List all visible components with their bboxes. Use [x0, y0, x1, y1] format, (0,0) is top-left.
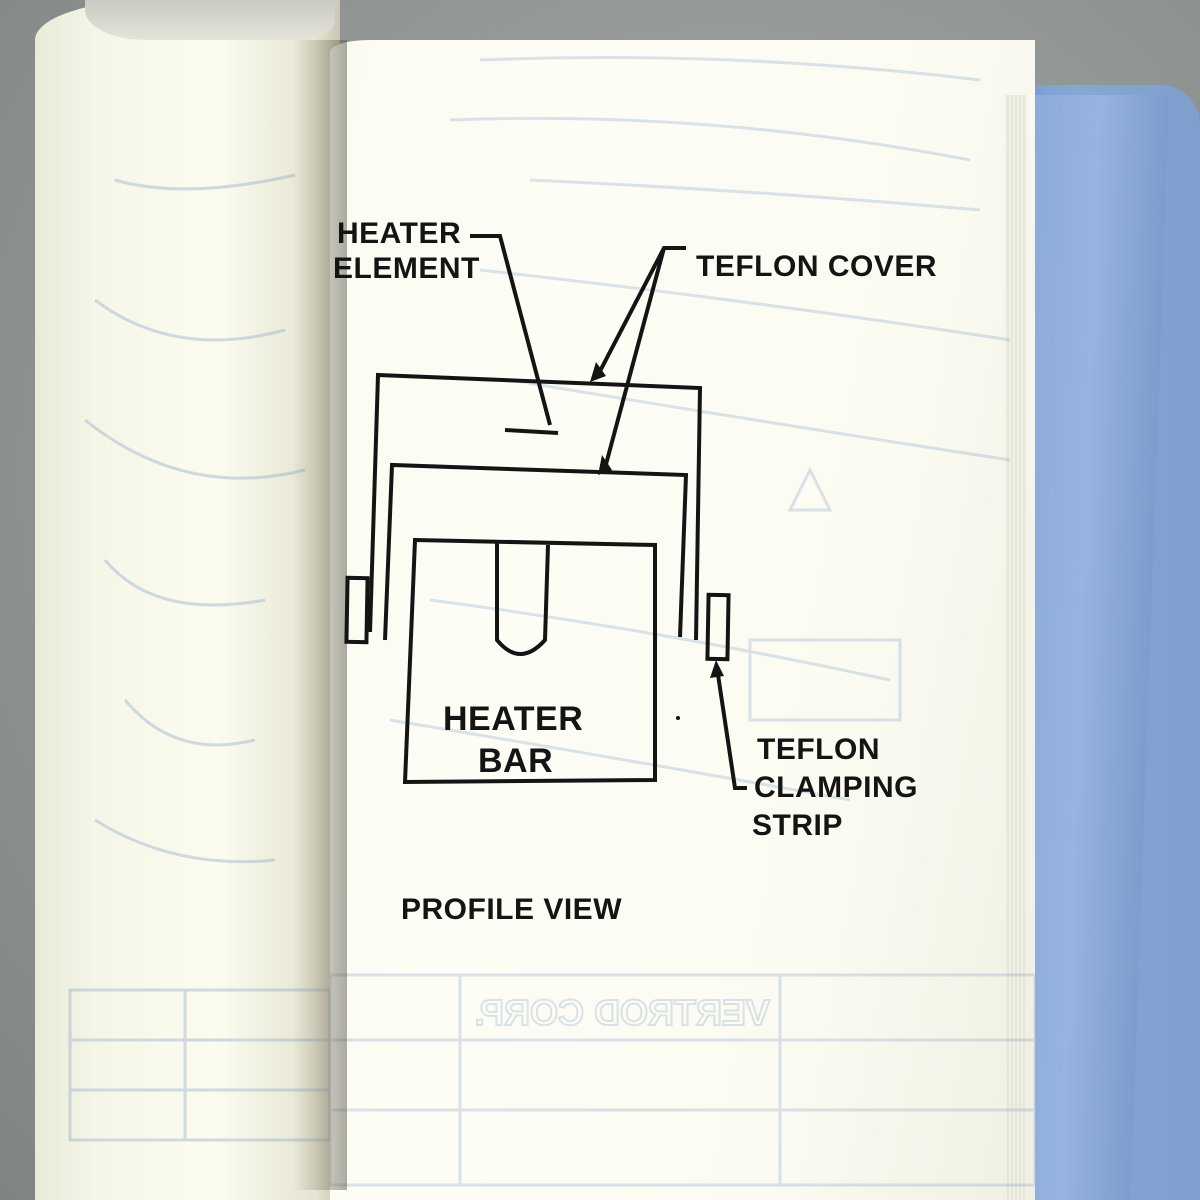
- outer-teflon-cover: [368, 372, 703, 641]
- heater-element-tick: [504, 428, 559, 435]
- teflon-cover-label: TEFLON COVER: [696, 250, 938, 283]
- stray-dot: [676, 716, 680, 720]
- teflon-cover-leader-2: [603, 247, 666, 469]
- profile-view-caption: PROFILE VIEW: [401, 893, 623, 926]
- right-page-bleed-through: VERTROD CORP.: [330, 56, 1035, 1187]
- bleed-company-text: VERTROD CORP.: [475, 992, 770, 1033]
- clamping-strip-arrowhead: [710, 660, 724, 678]
- book-gutter-shadow: [292, 40, 347, 1190]
- clamping-strip-leader: [715, 667, 747, 790]
- clamping-strip-label-line-1: TEFLON: [757, 733, 880, 766]
- right-clamping-strip: [705, 592, 731, 662]
- heater-element-label-line-2: ELEMENT: [333, 252, 480, 285]
- heater-element-leader: [470, 234, 552, 426]
- heater-bar-label-line-2: BAR: [478, 742, 554, 780]
- teflon-cover-arrowhead-2: [598, 455, 612, 475]
- heater-element-label-line-1: HEATER: [337, 217, 462, 250]
- heater-bar-outline: [402, 537, 657, 785]
- clamping-strip-label-line-2: CLAMPING: [754, 771, 918, 804]
- heater-bar-label-line-1: HEATER: [443, 700, 584, 738]
- page-stack-edge: [1005, 95, 1027, 1200]
- inner-teflon-cover: [383, 462, 689, 641]
- left-page-curl: [85, 0, 335, 40]
- clamping-strip-label-line-3: STRIP: [752, 809, 843, 842]
- teflon-cover-leader-1: [596, 246, 686, 376]
- heater-element-slot: [495, 543, 550, 656]
- left-clamping-strip: [344, 575, 370, 645]
- teflon-cover-arrowhead-1: [590, 362, 606, 382]
